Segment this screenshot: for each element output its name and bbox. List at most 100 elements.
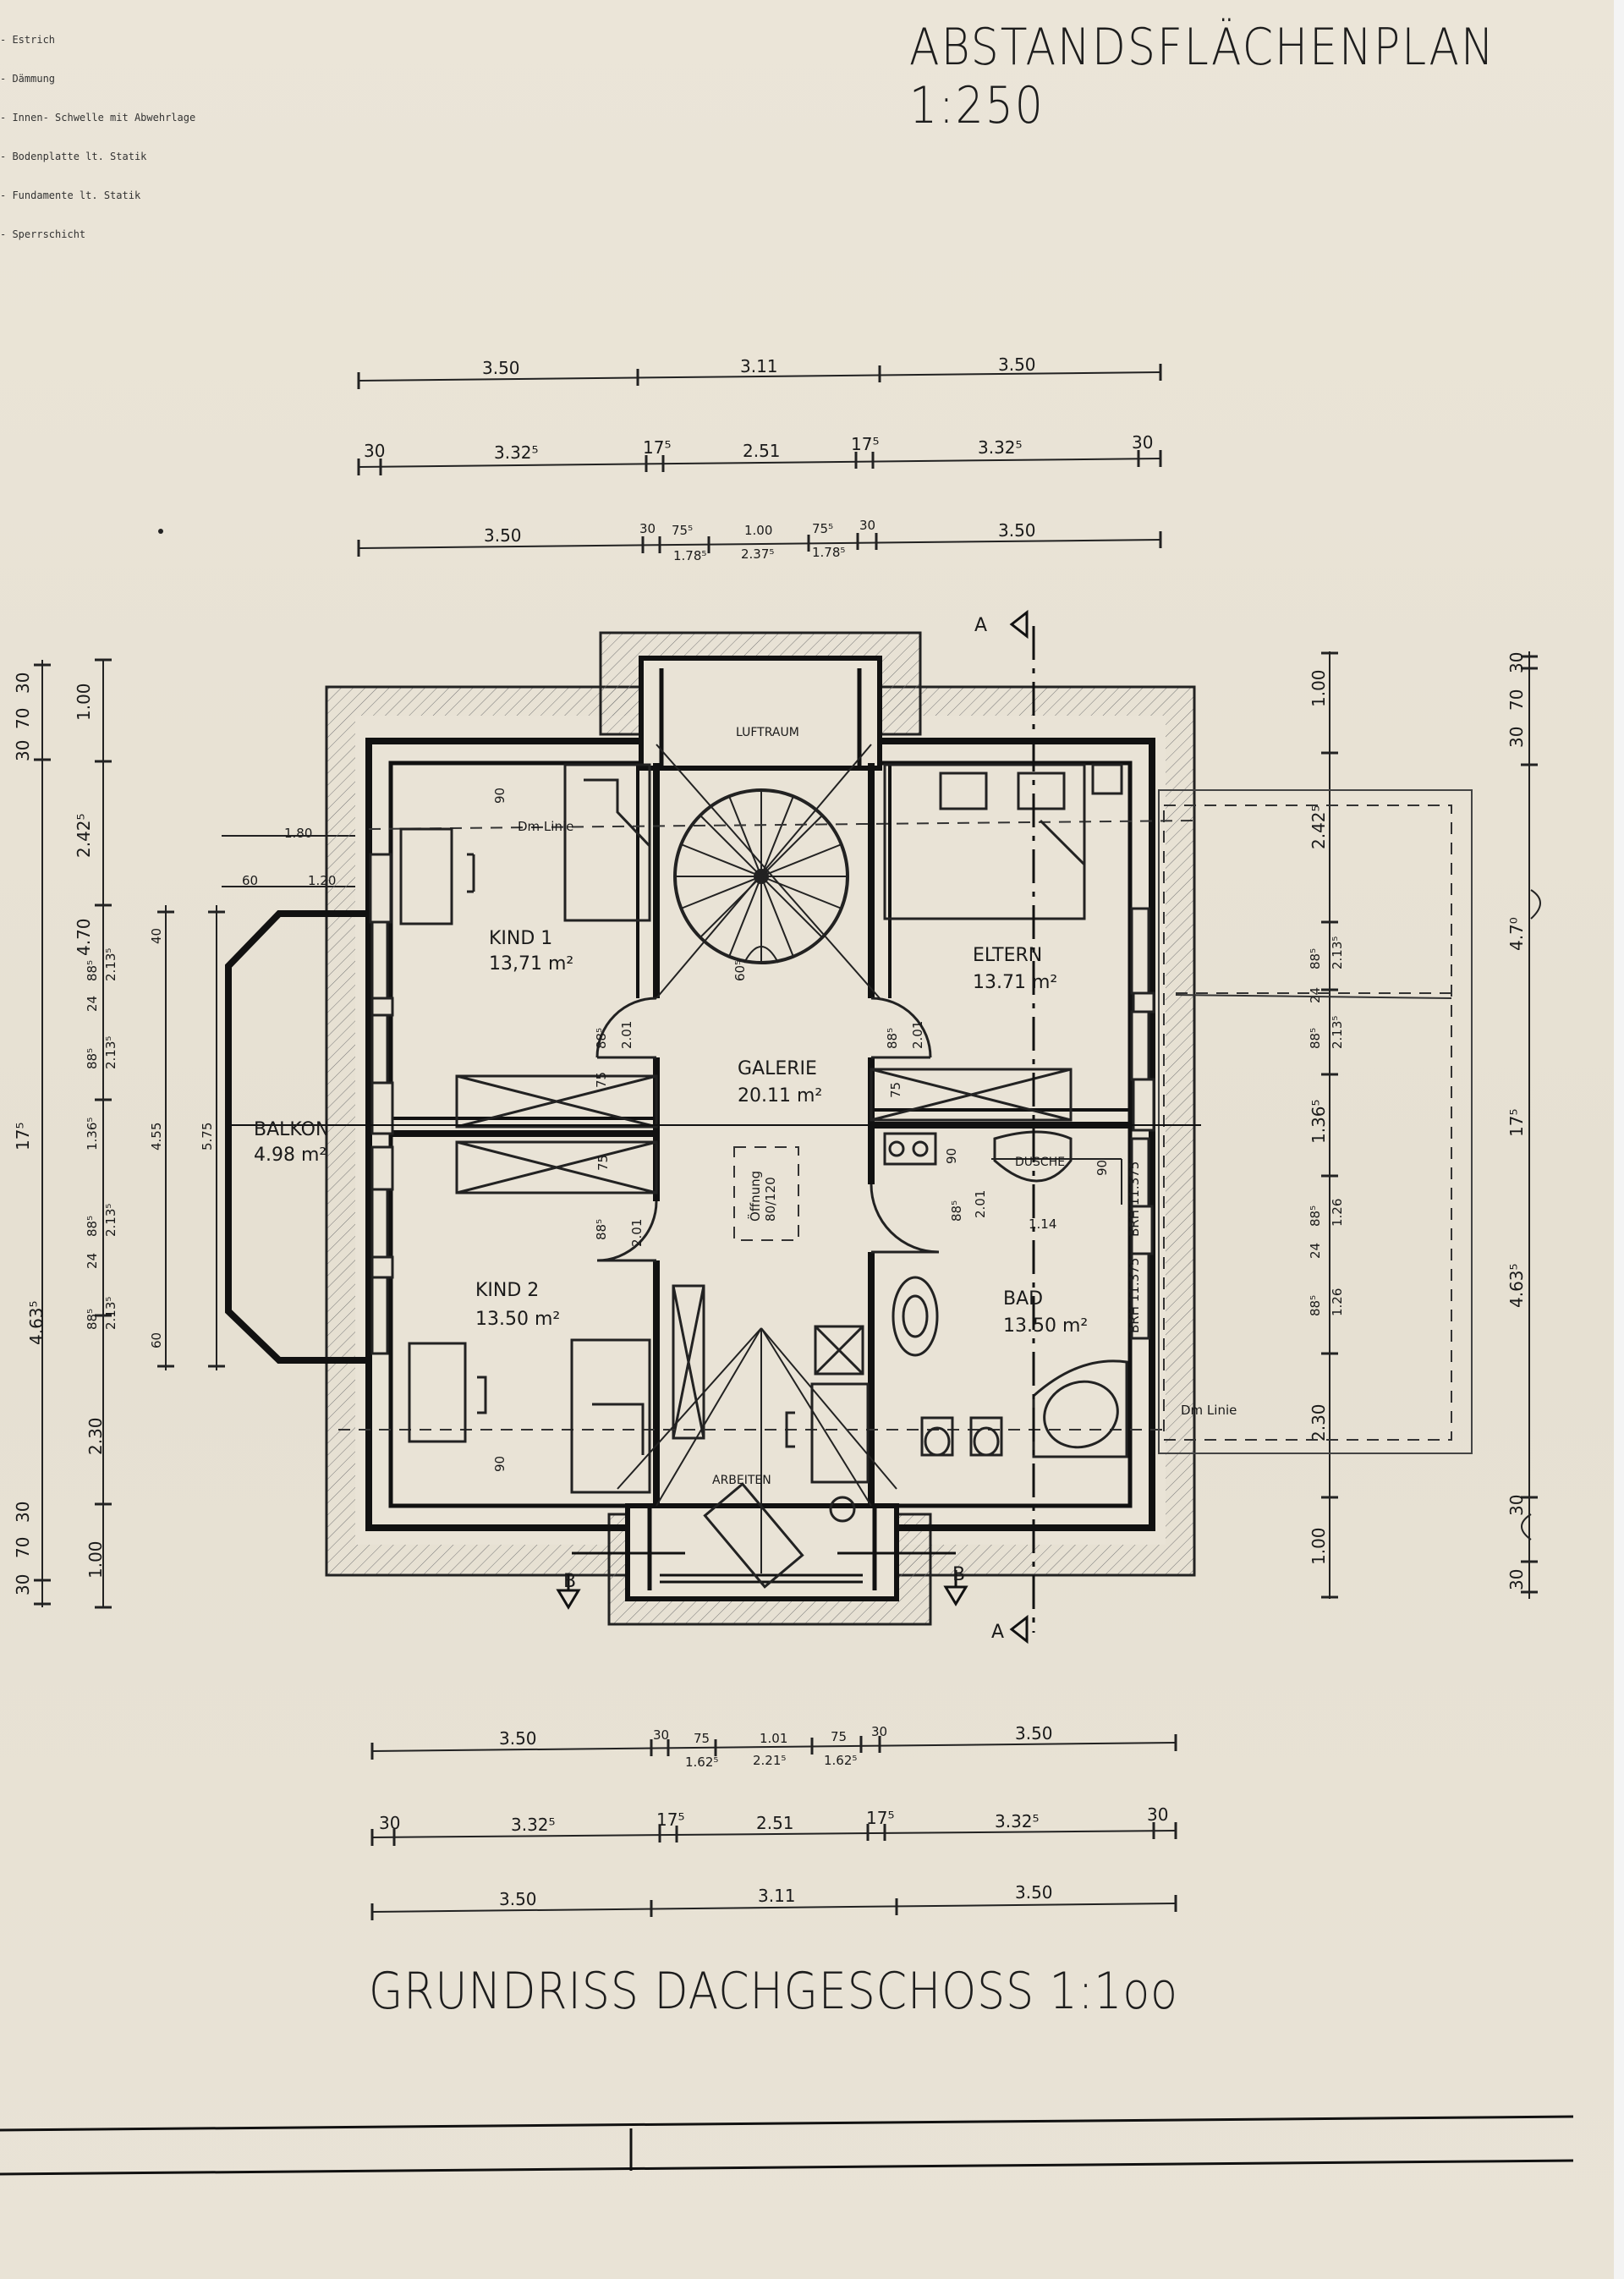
room-area-eltern: 13.71 m² [973,972,1057,993]
wardrobe-depth-label: 75 [888,1082,903,1098]
dim-label: 17⁵ [1506,1109,1527,1137]
wardrobe-depth-label: 75 [594,1072,609,1088]
roof-plan-outline [1158,789,1473,1454]
dim-label: 88⁵ [1308,1028,1323,1049]
bed-width-label: 90 [492,1456,508,1472]
dim-label: 30 [1506,727,1527,748]
balcony-windows [369,853,1155,1355]
dim-label: 3.50 [482,358,520,378]
dim-label: 88⁵ [1308,1205,1323,1227]
balcony [225,910,369,1364]
dim-label: 1.78⁵ [673,548,706,563]
dim-label: 1.00 [1309,669,1329,707]
legend-line: - Innen- Schwelle mit Abwehrlage [0,112,196,124]
dim-label: 3.11 [758,1886,796,1906]
dim-label: 5.75 [200,1123,215,1150]
room-name-kind2: KIND 2 [475,1280,539,1301]
dim-label: 70 [1506,689,1527,711]
dim-label: 2.13⁵ [103,1297,118,1330]
door-height-label: 2.01 [629,1219,645,1247]
legend-line: - Bodenplatte lt. Statik [0,151,147,162]
dim-label: 2.13⁵ [103,1204,118,1237]
dim-label: 3.50 [1015,1882,1053,1903]
legend-notes: - Estrich - Dämmung - Innen- Schwelle mi… [0,34,195,267]
dim-label: 1.00 [74,683,94,721]
dim-label: 30 [1147,1804,1168,1825]
dim-label: 17⁵ [643,437,671,458]
dm-line-label: Dm Linie [1181,1403,1237,1418]
opening-size: 80/120 [763,1177,778,1222]
dim-label: 1.01 [760,1731,787,1746]
dim-label: 1.36⁵ [85,1118,100,1150]
dim-label: 30 [364,441,385,461]
dim-label: 88⁵ [85,960,100,981]
dim-label: 17⁵ [866,1808,894,1828]
dim-label: 1.36⁵ [1309,1099,1329,1144]
bed-line-label: Dm Linie [518,819,573,834]
shower-size-label: 90 [1095,1160,1110,1176]
door-height-label: 2.01 [619,1021,634,1049]
bath-height-label: 2.01 [973,1190,988,1218]
room-area-balkon: 4.98 m² [254,1145,326,1166]
room-area-bad: 13.50 m² [1003,1315,1088,1337]
dim-label: 3.50 [484,525,522,546]
legend-line: - Dämmung [0,73,56,85]
point-mark [158,529,163,534]
dim-label: 30 [13,740,33,761]
dim-label: 1.00 [744,523,772,538]
bed-width-label: 90 [492,788,508,804]
dim-label: 2.51 [756,1813,794,1833]
section-b-left-label: B [563,1571,576,1592]
bath-width-label: 1.14 [1029,1216,1056,1232]
spiral-staircase [656,744,881,999]
room-name-arbeiten: ARBEITEN [712,1474,771,1487]
dim-label: 30 [13,1502,33,1523]
dim-label: 3.32⁵ [511,1815,556,1835]
dim-label: 30 [1132,432,1153,453]
window-label: BRH 11.375 [1127,1258,1142,1333]
bottom-dimension-labels: 3.50 30 75 1.01 75 30 3.50 1.62⁵ 2.21⁵ 1… [379,1723,1168,1909]
dim-label: 3.32⁵ [494,442,539,463]
section-a-bottom-label: A [991,1622,1004,1643]
dim-label: 30 [379,1813,400,1833]
dim-label: 4.7⁰ [1506,917,1527,951]
stair-width-label: 60⁵ [732,960,748,981]
dim-label: 24 [85,996,100,1012]
attic-lines [617,1327,897,1573]
dim-label: 2.13⁵ [1330,1016,1345,1049]
section-b-right-label: B [952,1564,965,1585]
right-dimension-chains [1321,651,1538,1599]
dim-label: 2.30 [1309,1403,1329,1442]
dim-label: 60 [242,873,258,888]
top-dimension-chains [357,364,1162,557]
dim-label: 2.30 [85,1417,106,1455]
dim-label: 24 [1308,987,1323,1003]
dim-label: 88⁵ [1308,948,1323,969]
dim-label: 1.26 [1330,1199,1345,1227]
dim-label: 1.62⁵ [824,1753,857,1768]
dim-label: 2.13⁵ [103,948,118,981]
door-width-label: 88⁵ [885,1028,900,1049]
dim-label: 1.00 [85,1540,106,1579]
bottom-dimension-chains [370,1734,1177,1920]
room-name-luftraum: LUFTRAUM [736,726,799,739]
dim-label: 4.63⁵ [26,1300,47,1345]
dim-label: 3.32⁵ [995,1811,1040,1831]
door-width-label: 88⁵ [594,1219,609,1240]
top-dimension-labels: 3.50 3.11 3.50 30 3.32⁵ 17⁵ 2.51 17⁵ 3.3… [364,354,1153,563]
dim-label: 3.50 [499,1728,537,1749]
door-height-label: 2.01 [910,1021,925,1049]
door-width-label: 88⁵ [949,1200,964,1222]
scan-edge [1614,0,1624,2279]
window-label: BRH 11.375 [1127,1161,1142,1237]
dim-label: 75 [831,1729,847,1744]
misc-labels: Dm Linie 90 90 88⁵ 2.01 88⁵ 2.01 88⁵ 2.0… [492,788,1237,1472]
dim-label: 4.63⁵ [1506,1263,1527,1308]
dim-label: 88⁵ [85,1216,100,1237]
dim-label: 30 [1506,652,1527,673]
roof-edge-mark [1521,1513,1532,1540]
wardrobes [455,1068,1073,1440]
dim-label: 1.62⁵ [685,1755,718,1770]
dim-label: 30 [859,518,875,533]
